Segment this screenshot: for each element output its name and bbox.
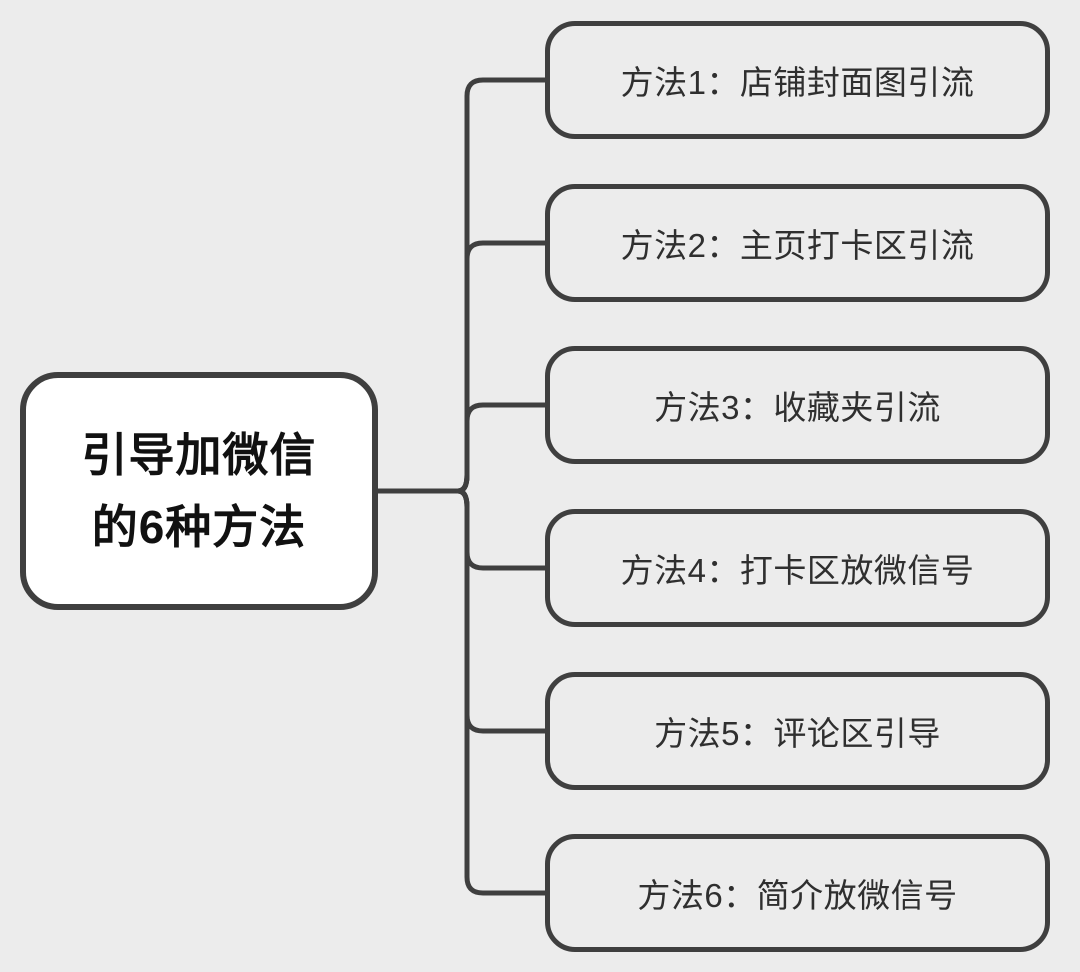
branch-node-5[interactable]: 方法5：评论区引导	[545, 672, 1050, 790]
branch-node-6-label: 方法6：简介放微信号	[637, 877, 958, 914]
branch-node-5-label: 方法5：评论区引导	[654, 715, 941, 752]
branch-node-4-label: 方法4：打卡区放微信号	[620, 552, 975, 589]
branch-node-3-label: 方法3：收藏夹引流	[654, 389, 941, 426]
root-node-label-line1: 引导加微信	[81, 429, 317, 481]
connector-branch-4	[455, 488, 553, 571]
root-node-label-line2: 的6种方法	[91, 501, 307, 553]
branch-node-6[interactable]: 方法6：简介放微信号	[545, 834, 1050, 952]
root-node[interactable]: 引导加微信 的6种方法	[20, 372, 378, 610]
connector-branch-5	[455, 488, 553, 734]
branch-node-1-label: 方法1：店铺封面图引流	[620, 64, 975, 101]
branch-node-1[interactable]: 方法1：店铺封面图引流	[545, 21, 1050, 139]
branch-node-2-label: 方法2：主页打卡区引流	[620, 227, 975, 264]
branch-node-4[interactable]: 方法4：打卡区放微信号	[545, 509, 1050, 627]
connector-branch-6	[455, 488, 553, 896]
connector-branch-1	[455, 77, 553, 494]
connector-branch-2	[455, 240, 553, 494]
connector-branch-3	[455, 402, 553, 494]
branch-node-2[interactable]: 方法2：主页打卡区引流	[545, 184, 1050, 302]
branch-node-3[interactable]: 方法3：收藏夹引流	[545, 346, 1050, 464]
